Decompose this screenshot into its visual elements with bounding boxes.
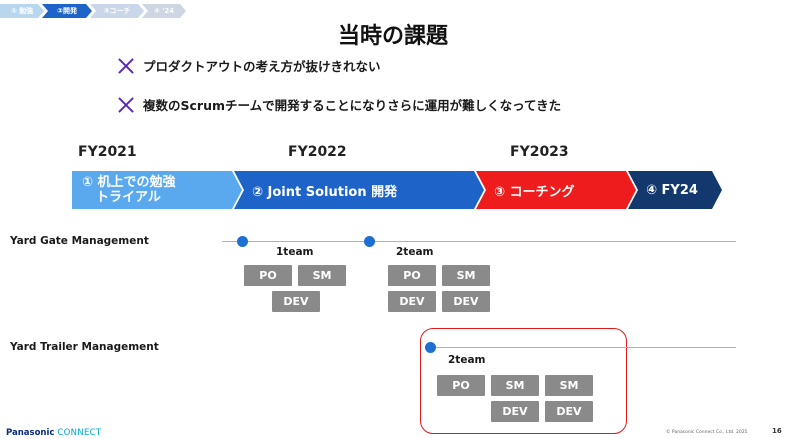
phase-label: ① 机上での勉強 <box>82 175 176 190</box>
brand-logo: Panasonic CONNECT <box>6 428 101 438</box>
timeline-line <box>222 241 736 242</box>
breadcrumb-item-study[interactable]: ① 勉強 <box>0 4 44 18</box>
timeline-dot <box>425 342 436 353</box>
brand-main: Panasonic <box>6 428 55 438</box>
role-box-dev: DEV <box>491 401 539 422</box>
phase-coaching: ③ コーチング <box>476 171 636 209</box>
timeline-dot <box>237 236 248 247</box>
phase-label: ③ コーチング <box>494 184 575 200</box>
x-mark-icon <box>118 58 134 74</box>
issue-text: プロダクトアウトの考え方が抜けきれない <box>143 59 381 74</box>
phase-label: ② Joint Solution 開発 <box>252 184 398 200</box>
phase-label: トライアル <box>96 190 161 205</box>
row-label-yard-gate: Yard Gate Management <box>10 235 149 247</box>
breadcrumb: ① 勉強 ②開発 ③コーチ ④ '24 <box>0 4 186 18</box>
fiscal-year-label: FY2022 <box>288 144 347 160</box>
team-label: 2team <box>396 246 434 258</box>
timeline-dot <box>364 236 375 247</box>
issue-item: プロダクトアウトの考え方が抜けきれない <box>118 56 381 75</box>
role-box-sm: SM <box>545 375 593 396</box>
phase-study: ① 机上での勉強 トライアル <box>72 171 242 209</box>
issue-item: 複数のScrumチームで開発することになりさらに運用が難しくなってきた <box>118 95 561 114</box>
x-mark-icon <box>118 97 134 113</box>
breadcrumb-item-coaching[interactable]: ③コーチ <box>90 4 144 18</box>
timeline-line <box>430 347 736 348</box>
phase-label: ④ FY24 <box>646 182 698 198</box>
page-number: 16 <box>772 427 782 435</box>
role-box-dev: DEV <box>388 291 436 312</box>
role-box-sm: SM <box>491 375 539 396</box>
team-label: 1team <box>276 246 314 258</box>
team-label: 2team <box>448 354 486 366</box>
brand-sub: CONNECT <box>57 428 102 438</box>
issue-text: 複数のScrumチームで開発することになりさらに運用が難しくなってきた <box>143 98 562 113</box>
role-box-dev: DEV <box>272 291 320 312</box>
role-box-dev: DEV <box>442 291 490 312</box>
page-title: 当時の課題 <box>337 24 448 49</box>
phase-development: ② Joint Solution 開発 <box>234 171 484 209</box>
breadcrumb-item-fy24[interactable]: ④ '24 <box>142 4 186 18</box>
phase-fy24: ④ FY24 <box>628 171 722 209</box>
copyright-text: © Panasonic Connect Co., Ltd. 2025 <box>666 430 748 435</box>
breadcrumb-item-development[interactable]: ②開発 <box>42 4 92 18</box>
highlight-frame <box>420 328 627 434</box>
role-box-sm: SM <box>442 265 490 286</box>
fiscal-year-label: FY2023 <box>510 144 569 160</box>
role-box-po: PO <box>388 265 436 286</box>
role-box-sm: SM <box>298 265 346 286</box>
row-label-yard-trailer: Yard Trailer Management <box>10 341 159 353</box>
fiscal-year-label: FY2021 <box>78 144 137 160</box>
role-box-dev: DEV <box>545 401 593 422</box>
role-box-po: PO <box>437 375 485 396</box>
role-box-po: PO <box>244 265 292 286</box>
